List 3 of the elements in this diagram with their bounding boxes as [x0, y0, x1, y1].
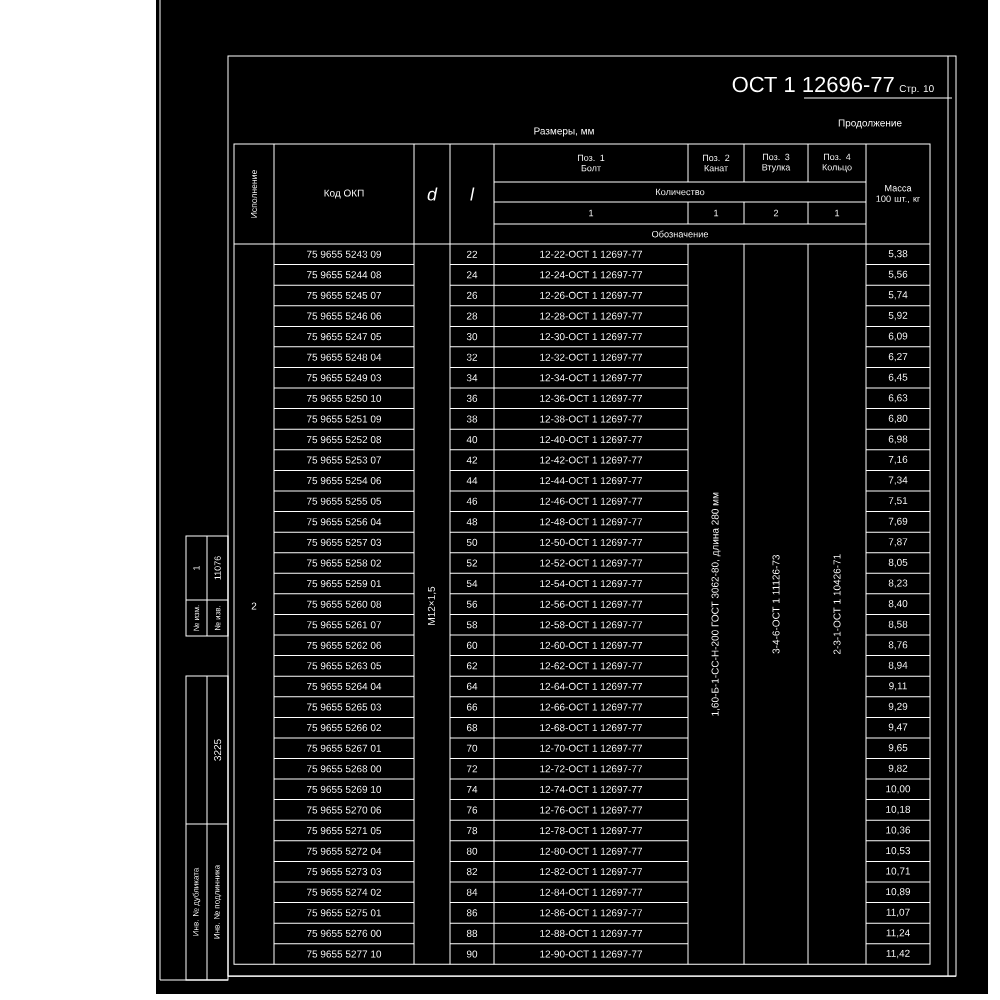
column-header: d — [427, 187, 438, 201]
column-header: l — [470, 187, 475, 201]
standard-number: ОСТ 1 12696-77 — [732, 76, 894, 93]
